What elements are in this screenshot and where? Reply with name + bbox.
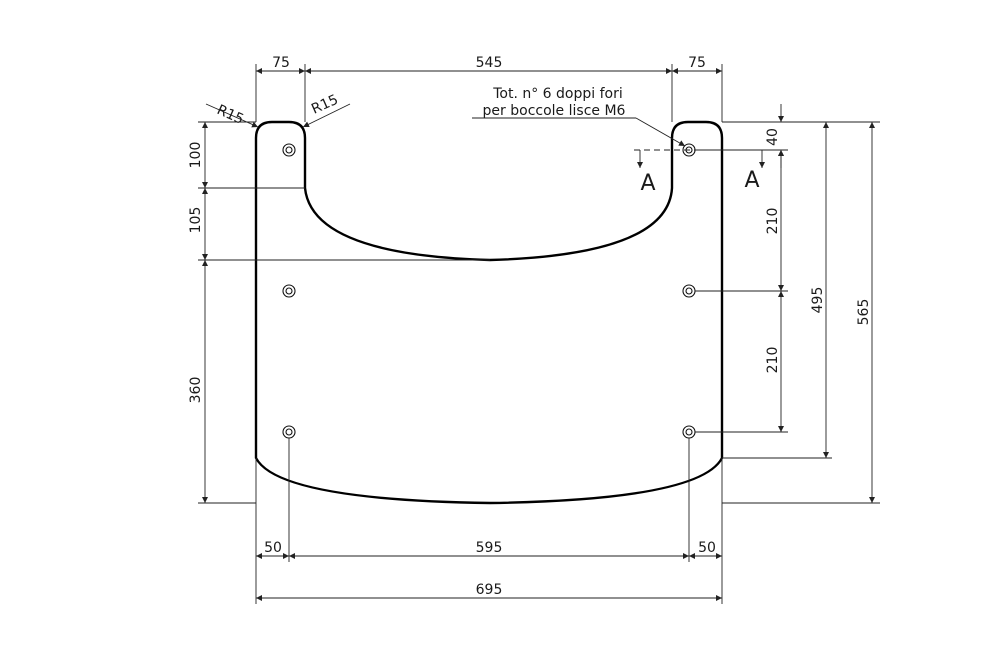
note-line-2: per boccole lisce M6 [483, 103, 626, 119]
hole-middle-right [682, 284, 696, 298]
section-label-right: A [744, 168, 759, 193]
dim-bottom-right: 50 [698, 540, 716, 556]
dim-right-spacing-upper: 210 [765, 208, 781, 235]
hole-bottom-left [282, 425, 296, 439]
dim-right-spacing-lower: 210 [765, 347, 781, 374]
radius-right: R15 [309, 92, 341, 118]
bottom-extension-lines [255, 438, 723, 604]
hole-top-left [282, 143, 296, 157]
section-label-left: A [640, 171, 655, 196]
radius-leader-right [302, 103, 351, 128]
note-line-1: Tot. n° 6 doppi fori [492, 86, 623, 102]
hole-bottom-right [682, 425, 696, 439]
note-leader [635, 117, 686, 147]
dim-left-middle: 105 [188, 207, 204, 234]
dim-left-upper: 100 [188, 142, 204, 169]
radius-leader-left [205, 103, 259, 128]
dim-top-left: 75 [272, 55, 290, 71]
right-extension-lines [695, 121, 880, 504]
dim-bottom-left: 50 [264, 540, 282, 556]
dim-right-top: 40 [765, 128, 781, 146]
dim-left-lower: 360 [188, 377, 204, 404]
dim-top-middle: 545 [476, 55, 503, 71]
radius-left: R15 [214, 102, 246, 128]
dim-top-right: 75 [688, 55, 706, 71]
dim-bottom-overall: 695 [476, 582, 503, 598]
dim-bottom-spacing: 595 [476, 540, 503, 556]
left-extension-lines [198, 121, 490, 504]
dim-right-overall-middle: 495 [810, 287, 826, 314]
dim-right-overall: 565 [856, 299, 872, 326]
hole-middle-left [282, 284, 296, 298]
plate-outline [254, 120, 724, 505]
